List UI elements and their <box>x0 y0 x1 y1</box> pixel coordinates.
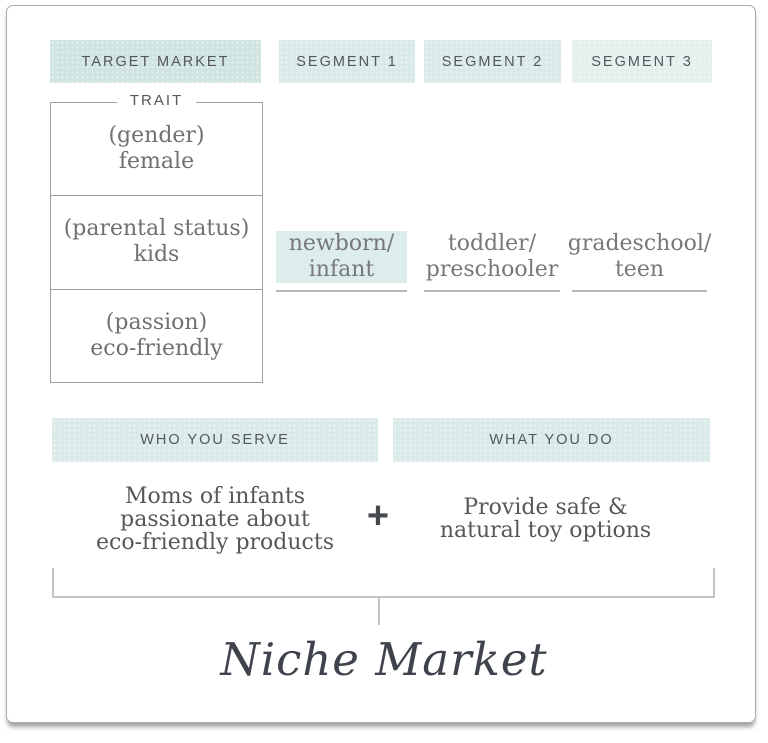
segment-value-gradeschool-teen: gradeschool/ teen <box>567 231 712 282</box>
trait-box-label: TRAIT <box>116 92 197 109</box>
segment-2-underline <box>424 290 560 292</box>
niche-market-label: Niche Market <box>220 633 548 686</box>
segment-1-header: SEGMENT 1 <box>279 40 415 83</box>
plus-sign: + <box>366 495 390 537</box>
trait-row-parental-status: (parental status) kids <box>51 195 262 288</box>
segment-3-underline <box>572 290 707 292</box>
what-you-do-text: Provide safe & natural toy options <box>439 495 652 543</box>
segment-value-toddler-preschooler: toddler/ preschooler <box>425 231 559 282</box>
who-you-serve-header: WHO YOU SERVE <box>52 418 378 462</box>
segment-3-header: SEGMENT 3 <box>572 40 712 83</box>
trait-row-passion: (passion) eco-friendly <box>51 288 262 382</box>
diagram-card <box>6 5 756 723</box>
who-you-serve-text: Moms of infants passionate about eco-fri… <box>96 484 334 555</box>
segment-2-header: SEGMENT 2 <box>424 40 561 83</box>
bracket-left-tick <box>52 568 54 597</box>
what-you-do-header: WHAT YOU DO <box>393 418 710 462</box>
segment-1-underline <box>276 290 407 292</box>
segment-value-newborn-infant: newborn/ infant <box>276 231 407 283</box>
bracket-horizontal <box>52 596 715 598</box>
bracket-center-stem <box>378 598 380 625</box>
bracket-right-tick <box>713 568 715 597</box>
target-market-header: TARGET MARKET <box>50 40 261 83</box>
trait-box: TRAIT (gender) female (parental status) … <box>50 92 263 383</box>
trait-row-gender: (gender) female <box>108 123 205 175</box>
